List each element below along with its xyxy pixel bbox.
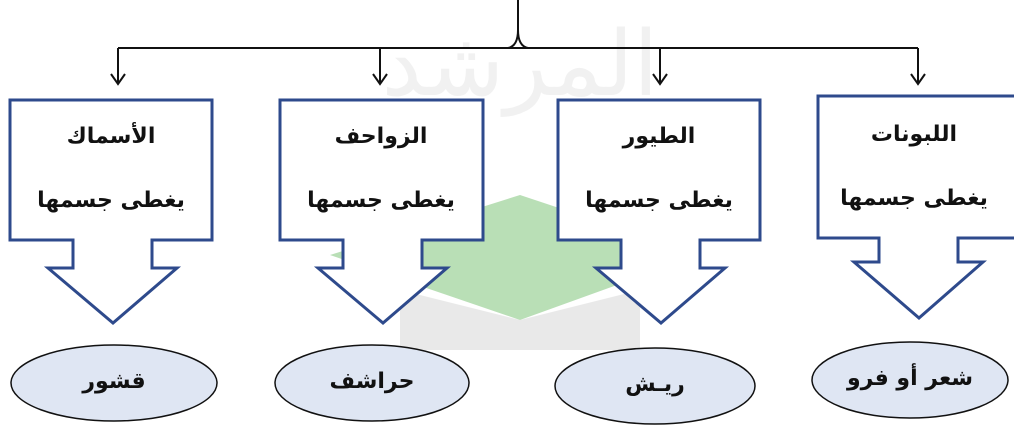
callout-box-mammals	[816, 94, 1014, 320]
connector-2	[372, 48, 388, 86]
covering-label-mammals: شعر أو فرو	[846, 366, 974, 391]
covering-label-birds: ريـش	[625, 372, 685, 397]
callout-box-fish	[8, 98, 214, 325]
group-description-fish: يغطى جسمها	[37, 188, 185, 213]
covering-label-reptiles: حراشف	[329, 369, 415, 394]
ellipse-reptiles	[274, 344, 470, 422]
group-title-mammals: اللبونات	[870, 122, 958, 147]
connector-1	[110, 48, 126, 86]
ellipse-birds	[554, 347, 756, 425]
group-title-fish: الأسماك	[66, 124, 156, 149]
group-title-reptiles: الزواحف	[334, 124, 428, 149]
group-description-mammals: يغطى جسمها	[840, 186, 988, 211]
top-brace	[118, 0, 918, 49]
callout-box-birds	[556, 98, 762, 325]
callout-box-reptiles	[278, 98, 485, 325]
group-description-birds: يغطى جسمها	[585, 188, 733, 213]
connector-3	[652, 48, 668, 86]
ellipse-fish	[10, 344, 218, 422]
connector-4	[910, 48, 926, 86]
group-title-birds: الطيور	[622, 124, 696, 149]
ellipse-mammals	[811, 341, 1009, 419]
covering-label-fish: قشور	[82, 369, 146, 394]
group-description-reptiles: يغطى جسمها	[307, 188, 455, 213]
